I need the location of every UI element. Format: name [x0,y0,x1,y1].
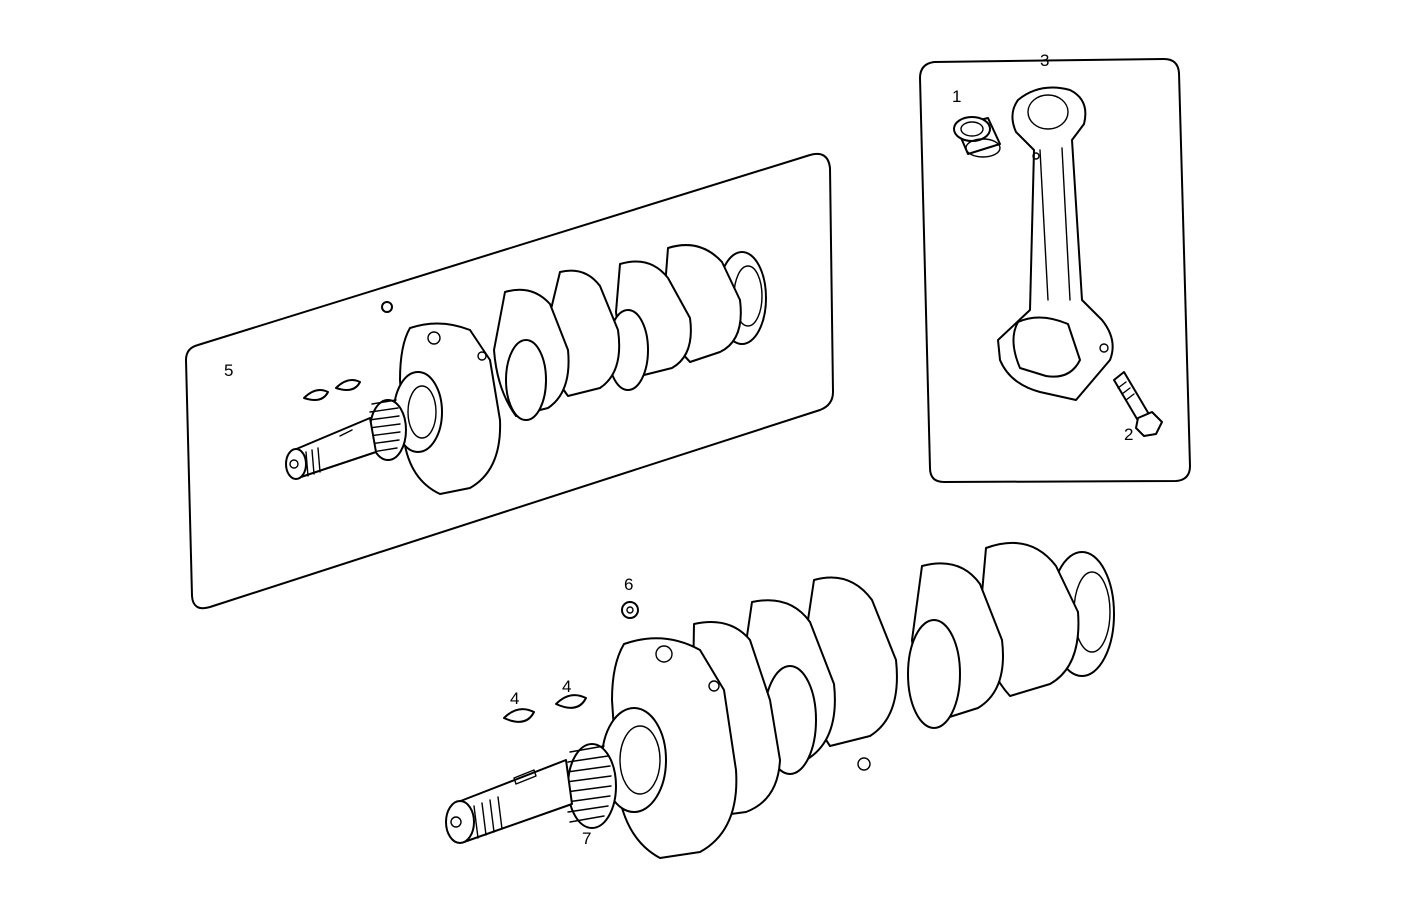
callout-label-4b: 4 [562,677,572,696]
woodruff-key-small-a [303,389,329,401]
callout-label-1: 1 [952,87,962,106]
connecting-rod [997,86,1114,401]
callout-label-6: 6 [624,575,634,594]
connecting-rod-frame [919,58,1191,483]
small-end-bushing [953,116,1001,158]
crankshaft-main [445,541,1115,859]
callout-label-4a: 4 [510,689,520,708]
callout-label-2: 2 [1124,425,1134,444]
woodruff-key-a [503,708,535,723]
crankshaft-small [285,244,767,495]
callout-label-3: 3 [1040,51,1050,70]
crankshaft-kit-frame [185,152,834,610]
callout-label-5: 5 [224,361,234,380]
plug-small [381,301,393,313]
woodruff-key-small-b [335,379,361,391]
connecting-rod-bolt [1113,371,1163,437]
callout-label-7: 7 [582,829,592,848]
woodruff-key-b [555,694,587,709]
oil-plug [621,601,639,619]
